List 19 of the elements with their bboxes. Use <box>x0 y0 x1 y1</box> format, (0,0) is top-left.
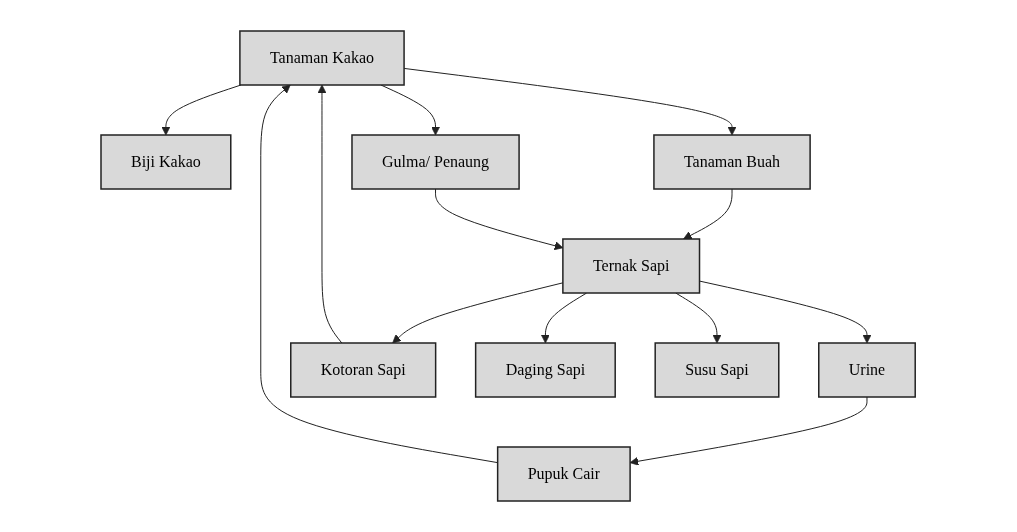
node-box: Tanaman Kakao <box>239 30 406 86</box>
node-box: Ternak Sapi <box>562 238 701 294</box>
node-box: Tanaman Buah <box>653 134 812 190</box>
arrow <box>317 84 343 344</box>
arrow <box>161 84 242 136</box>
node-box: Kotoran Sapi <box>290 342 437 398</box>
arrow <box>630 396 868 466</box>
node-box: Susu Sapi <box>654 342 780 398</box>
arrow <box>435 188 564 251</box>
node-box: Biji Kakao <box>100 134 232 190</box>
arrow <box>675 292 722 344</box>
node-box: Urine <box>818 342 917 398</box>
node-box: Pupuk Cair <box>497 446 632 502</box>
arrow <box>699 280 872 344</box>
arrow <box>260 84 499 464</box>
arrow <box>392 282 564 344</box>
node-box: Daging Sapi <box>475 342 617 398</box>
node-box: Gulma/ Penaung <box>351 134 521 190</box>
arrow <box>683 188 733 240</box>
